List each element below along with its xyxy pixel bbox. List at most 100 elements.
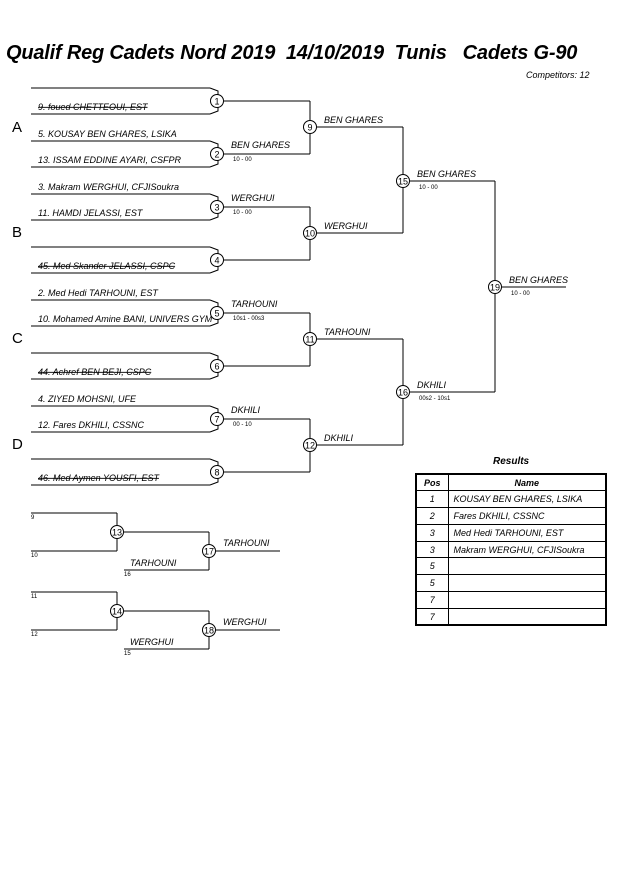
match-number: 4 bbox=[214, 256, 219, 266]
match-node: 17 bbox=[202, 544, 216, 558]
page-title: Qualif Reg Cadets Nord 2019 14/10/2019 T… bbox=[6, 42, 578, 64]
match-number: 9 bbox=[307, 123, 312, 133]
match-circle bbox=[202, 544, 216, 558]
match-circle bbox=[210, 253, 224, 267]
match-winner: BEN GHARES bbox=[417, 169, 476, 179]
repechage-source: 16 bbox=[124, 572, 131, 578]
match-number: 3 bbox=[214, 203, 219, 213]
match-number: 6 bbox=[214, 362, 219, 372]
final-score: 10 - 00 bbox=[511, 291, 530, 297]
match-node: 13 bbox=[110, 525, 124, 539]
match-winner: WERGHUI bbox=[231, 193, 275, 203]
match-circle bbox=[210, 147, 224, 161]
competitors-count: Competitors: 12 bbox=[526, 70, 590, 80]
match-circle bbox=[303, 226, 317, 240]
match-node: 1 bbox=[210, 94, 224, 108]
results-pos: 5 bbox=[415, 557, 449, 576]
match-node: 11 bbox=[303, 332, 317, 346]
entry-label: 10. Mohamed Amine BANI, UNIVERS GYM bbox=[38, 314, 213, 324]
results-pos: 3 bbox=[415, 540, 449, 559]
results-name bbox=[447, 607, 607, 626]
match-score: 10 - 00 bbox=[233, 210, 252, 216]
match-number: 18 bbox=[204, 626, 214, 636]
results-name bbox=[447, 557, 607, 576]
results-name bbox=[447, 574, 607, 593]
match-winner: TARHOUNI bbox=[324, 327, 371, 337]
repechage-source: 11 bbox=[31, 594, 38, 600]
repechage-winner: TARHOUNI bbox=[223, 538, 270, 548]
entry-label: 13. ISSAM EDDINE AYARI, CSFPR bbox=[38, 155, 182, 165]
match-circle bbox=[110, 525, 124, 539]
match-winner: WERGHUI bbox=[324, 221, 368, 231]
match-winner: DKHILI bbox=[231, 405, 261, 415]
match-circle bbox=[396, 174, 410, 188]
results-header-row: Pos Name bbox=[415, 473, 607, 492]
results-header-name: Name bbox=[447, 473, 607, 492]
repechage-source: 10 bbox=[31, 553, 38, 559]
results-name bbox=[447, 591, 607, 609]
results-name: Med Hedi TARHOUNI, EST bbox=[447, 523, 607, 542]
match-number: 19 bbox=[490, 283, 500, 293]
match-node: 18 bbox=[202, 623, 216, 637]
match-node: 14 bbox=[110, 604, 124, 618]
match-number: 15 bbox=[398, 177, 408, 187]
match-circle bbox=[488, 280, 502, 294]
results-title: Results bbox=[493, 456, 530, 467]
match-number: 12 bbox=[305, 441, 315, 451]
match-circle bbox=[210, 412, 224, 426]
match-winner: DKHILI bbox=[324, 433, 354, 443]
match-winner: TARHOUNI bbox=[231, 299, 278, 309]
match-circle bbox=[202, 623, 216, 637]
match-node: 4 bbox=[210, 253, 224, 267]
match-node: 12 bbox=[303, 438, 317, 452]
match-node: 5 bbox=[210, 306, 224, 320]
repechage-source: 12 bbox=[31, 632, 38, 638]
results-pos: 1 bbox=[415, 490, 449, 509]
results-row: 7 bbox=[415, 591, 607, 609]
pool-letter: B bbox=[12, 224, 22, 241]
match-score: 10 - 00 bbox=[233, 157, 252, 163]
match-circle bbox=[210, 200, 224, 214]
match-node: 3 bbox=[210, 200, 224, 214]
match-circle bbox=[303, 332, 317, 346]
entry-label: 11. HAMDI JELASSI, EST bbox=[38, 208, 144, 218]
match-score: 10s1 - 00s3 bbox=[233, 316, 265, 322]
match-node: 15 bbox=[396, 174, 410, 188]
match-number: 2 bbox=[214, 150, 219, 160]
repechage-source: 15 bbox=[124, 651, 131, 657]
repechage-entrant: TARHOUNI bbox=[130, 558, 177, 568]
final-winner: BEN GHARES bbox=[509, 275, 568, 285]
results-header-pos: Pos bbox=[415, 473, 449, 492]
results-pos: 5 bbox=[415, 574, 449, 593]
match-winner: BEN GHARES bbox=[231, 140, 290, 150]
match-node: 19 bbox=[488, 280, 502, 294]
results-row: 5 bbox=[415, 557, 607, 576]
results-pos: 7 bbox=[415, 591, 449, 609]
match-number: 1 bbox=[214, 97, 219, 107]
match-node: 8 bbox=[210, 465, 224, 479]
entry-label: 44. Achref BEN BEJI, CSPC bbox=[38, 367, 152, 377]
match-number: 17 bbox=[204, 547, 214, 557]
match-number: 13 bbox=[112, 528, 122, 538]
entry-label: 12. Fares DKHILI, CSSNC bbox=[38, 420, 145, 430]
repechage-winner: WERGHUI bbox=[223, 617, 267, 627]
match-score: 00s2 - 10s1 bbox=[419, 396, 451, 402]
match-number: 10 bbox=[305, 229, 315, 239]
entry-label: 4. ZIYED MOHSNI, UFE bbox=[38, 394, 137, 404]
entry-label: 5. KOUSAY BEN GHARES, LSIKA bbox=[38, 129, 177, 139]
match-number: 7 bbox=[214, 415, 219, 425]
results-pos: 3 bbox=[415, 523, 449, 542]
match-node: 16 bbox=[396, 385, 410, 399]
match-node: 6 bbox=[210, 359, 224, 373]
pool-letter: D bbox=[12, 436, 23, 453]
match-node: 10 bbox=[303, 226, 317, 240]
entry-label: 2. Med Hedi TARHOUNI, EST bbox=[37, 288, 159, 298]
entry-label: 9. foued CHETTEOUI, EST bbox=[38, 102, 149, 112]
match-circle bbox=[210, 306, 224, 320]
match-node: 2 bbox=[210, 147, 224, 161]
match-winner: DKHILI bbox=[417, 380, 447, 390]
